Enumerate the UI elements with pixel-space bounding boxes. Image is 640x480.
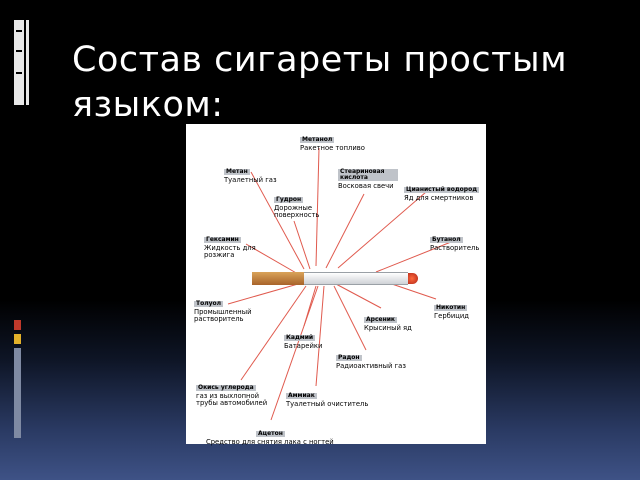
component-desc: Радиоактивный газ [336, 361, 406, 370]
component-desc: Жидкость для розжига [204, 243, 256, 259]
component-methanol: Метанол Ракетное топливо [300, 128, 365, 152]
component-desc: газ из выхлопной трубы автомобилей [196, 391, 268, 407]
component-cadmium: Кадмий Батарейки [284, 326, 322, 350]
component-radon: Радон Радиоактивный газ [336, 346, 406, 370]
component-desc: Ракетное топливо [300, 143, 365, 152]
component-desc: Восковая свечи [338, 181, 394, 190]
component-name: Метанол [300, 136, 335, 144]
component-name: Ацетон [256, 430, 285, 438]
component-name: Арсеник [364, 316, 397, 324]
component-stearic-acid: Стеариновая кислота Восковая свечи [338, 166, 398, 190]
component-desc: Гербицид [434, 311, 469, 320]
component-arsenic: Арсеник Крысиный яд [364, 308, 412, 332]
component-name: Метан [224, 168, 250, 176]
component-ammonia: Аммиак Туалетный очиститель [286, 384, 368, 408]
component-desc: Батарейки [284, 341, 323, 350]
slide-title-line-2: языком: [72, 85, 224, 125]
component-desc: Туалетный газ [224, 175, 277, 184]
component-name: Радон [336, 354, 362, 362]
component-desc: Растворитель [430, 243, 480, 252]
component-desc: Дорожные поверхность [274, 203, 320, 219]
component-desc: Средство для снятия лака с ногтей [206, 437, 334, 446]
component-desc: Туалетный очиститель [286, 399, 369, 408]
component-desc: Промышленный растворитель [194, 307, 252, 323]
component-name: Бутанол [430, 236, 463, 244]
component-tar: Гудрон Дорожные поверхность [274, 188, 330, 219]
slide-title: Состав сигареты простым языком: [72, 38, 612, 128]
component-name: Аммиак [286, 392, 317, 400]
component-name: Окись углерода [196, 384, 256, 392]
component-butane: Бутанол Растворитель [430, 228, 479, 252]
component-toluene: Толуол Промышленный растворитель [194, 292, 254, 323]
component-hexamine: Гексамин Жидкость для розжига [204, 228, 264, 259]
component-name: Никотин [434, 304, 468, 312]
cigarette-icon [252, 272, 418, 285]
component-nicotine: Никотин Гербицид [434, 296, 469, 320]
component-acetone: Ацетон Средство для снятия лака с ногтей [206, 422, 334, 446]
title-decoration [14, 20, 32, 105]
slide-title-line-1: Состав сигареты простым [72, 40, 568, 80]
component-desc: Яд для смертников [404, 193, 474, 202]
component-name: Толуол [194, 300, 224, 308]
cigarette-composition-diagram: Метанол Ракетное топливо Метан Туалетный… [186, 124, 486, 446]
component-name: Гудрон [274, 196, 304, 204]
side-color-decoration [14, 320, 32, 470]
component-desc: Крысиный яд [364, 323, 412, 332]
component-name: Гексамин [204, 236, 241, 244]
component-name: Стеариновая кислота [338, 168, 398, 182]
component-methane: Метан Туалетный газ [224, 160, 277, 184]
component-name: Кадмий [284, 334, 316, 342]
component-hydrogen-cyanide: Цианистый водород Яд для смертников [404, 178, 480, 202]
connector-lines [227, 147, 452, 421]
component-carbon-monoxide: Окись углерода газ из выхлопной трубы ав… [196, 376, 276, 407]
component-name: Цианистый водород [404, 186, 480, 194]
